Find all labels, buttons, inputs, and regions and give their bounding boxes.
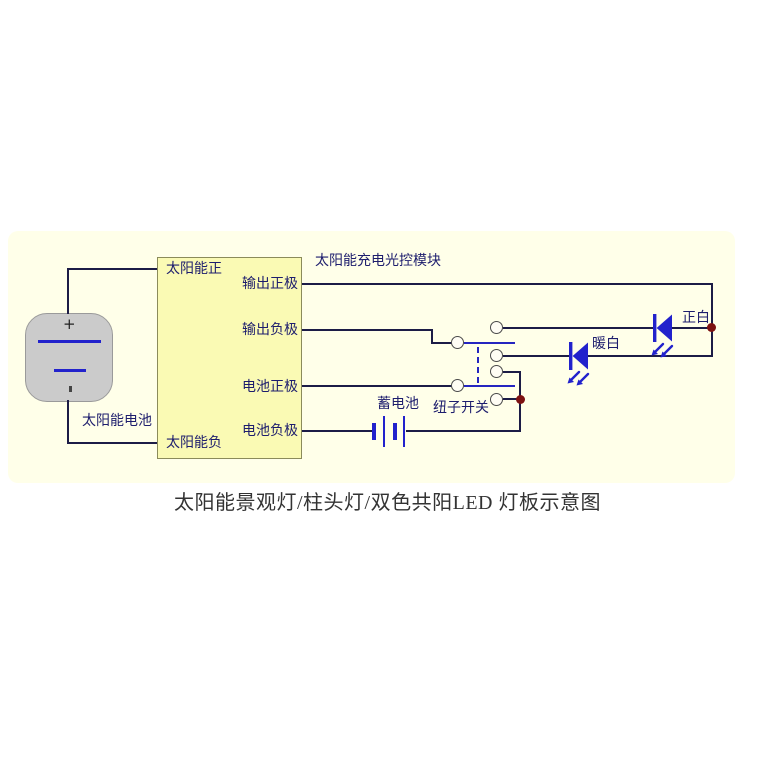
switch-contact-terminal-4: [490, 393, 503, 406]
junction-dot-anode-rail: [707, 323, 716, 332]
charge-controller-module: [157, 257, 302, 459]
battery-plate-short-1: [372, 423, 376, 440]
pure-white-led-label: 正白: [682, 311, 710, 326]
pin-label-battery-positive: 电池正极: [242, 380, 298, 395]
solar-minus-mark: [69, 386, 72, 392]
battery-plate-short-2: [393, 423, 397, 440]
switch-linkage-dashed: [477, 347, 479, 383]
wire-purewhite-cathode: [503, 327, 653, 329]
toggle-switch-label: 纽子开关: [433, 401, 489, 416]
wire-output-negative-step: [431, 329, 433, 344]
wire-right-anode-rail: [711, 283, 713, 357]
wire-output-positive-rail: [302, 283, 713, 285]
pin-label-solar-negative: 太阳能负: [166, 436, 222, 451]
wire-solar-negative-horizontal: [67, 442, 158, 444]
switch-blade-top: [464, 342, 515, 344]
pin-label-output-positive: 输出正极: [242, 277, 298, 292]
wire-battery-negative-left: [302, 430, 372, 432]
wire-battery-positive: [302, 385, 452, 387]
wire-solar-positive-horizontal: [67, 268, 158, 270]
battery-plate-long-1: [383, 416, 385, 447]
solar-plus-sign: +: [63, 315, 76, 333]
pin-label-battery-negative: 电池负极: [242, 424, 298, 439]
battery-plate-long-2: [403, 416, 405, 447]
solar-cell-short-plate: [54, 369, 86, 372]
wire-solar-positive-vertical: [67, 268, 69, 314]
pin-label-output-negative: 输出负极: [242, 323, 298, 338]
warm-white-led-icon: [567, 342, 590, 386]
warm-white-led-label: 暖白: [592, 337, 620, 352]
wire-contact4-stub: [503, 398, 521, 400]
solar-cell-label: 太阳能电池: [82, 414, 152, 429]
junction-dot-switch-return: [516, 395, 525, 404]
pure-white-led-icon: [651, 314, 674, 358]
wire-output-negative: [302, 329, 433, 331]
wire-contact3-stub: [503, 371, 521, 373]
switch-contact-terminal-2: [490, 349, 503, 362]
wire-solar-negative-vertical: [67, 400, 69, 444]
switch-contact-terminal-1: [490, 321, 503, 334]
wire-warmwhite-anode: [588, 355, 712, 357]
solar-cell-long-plate: [38, 340, 101, 343]
diagram-panel: [8, 231, 735, 483]
diagram-caption: 太阳能景观灯/柱头灯/双色共阳LED 灯板示意图: [174, 492, 601, 514]
pin-label-solar-positive: 太阳能正: [166, 262, 222, 277]
module-title: 太阳能充电光控模块: [315, 254, 441, 269]
wire-warmwhite-cathode: [503, 355, 569, 357]
switch-pole-terminal-2: [451, 379, 464, 392]
switch-pole-terminal-1: [451, 336, 464, 349]
battery-label: 蓄电池: [377, 397, 419, 412]
switch-blade-bottom: [464, 385, 515, 387]
switch-contact-terminal-3: [490, 365, 503, 378]
wire-battery-negative-right: [406, 430, 521, 432]
wire-purewhite-anode: [672, 327, 713, 329]
wire-output-negative-to-pole: [431, 342, 452, 344]
solar-cell-symbol: +: [25, 313, 113, 402]
